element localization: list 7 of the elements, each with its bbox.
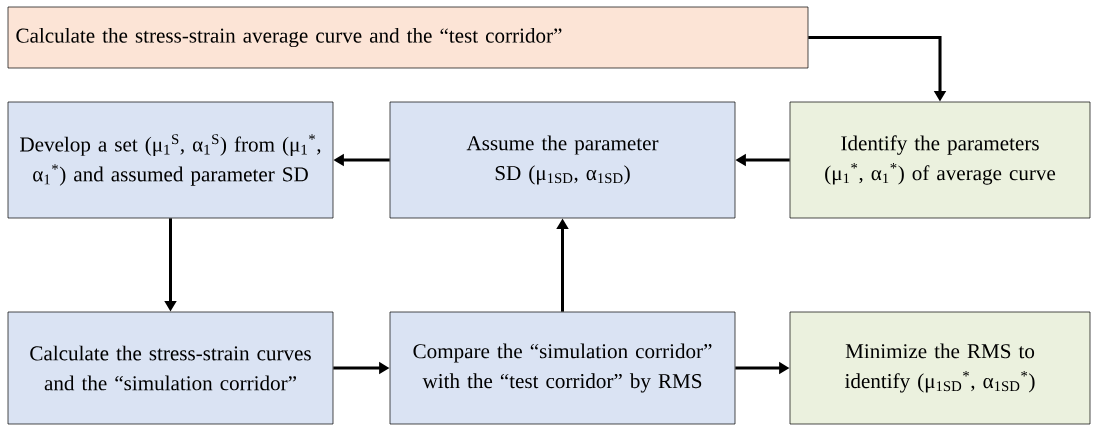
process-box: Minimize the RMS to identify (μ$_{1SD}$$^{*}$, α$_{1SD}$$^{*}$): [789, 311, 1091, 425]
process-box: Identify the parameters (μ$_{1}$$^{*}$, α$_{1}$$^{*}$) of average curve: [789, 101, 1091, 219]
process-box: Calculate the stress-strain curves and the “simulation corridor”: [7, 311, 334, 425]
process-box: Compare the “simulation corridor” with the “test corridor” by RMS: [389, 311, 736, 425]
process-box: Develop a set (μ$_{1}$$^{S}$, α$_{1}$$^{S}$) from (μ$_{1}$$^{*}$, α$_{1}$$^{*}$) and assumed parameter SD: [7, 101, 334, 219]
process-box: Calculate the stress-strain average curve and the “test corridor”: [7, 6, 809, 69]
process-box: Assume the parameter SD (μ$_{1SD}$, α$_{1SD}$): [389, 101, 736, 219]
